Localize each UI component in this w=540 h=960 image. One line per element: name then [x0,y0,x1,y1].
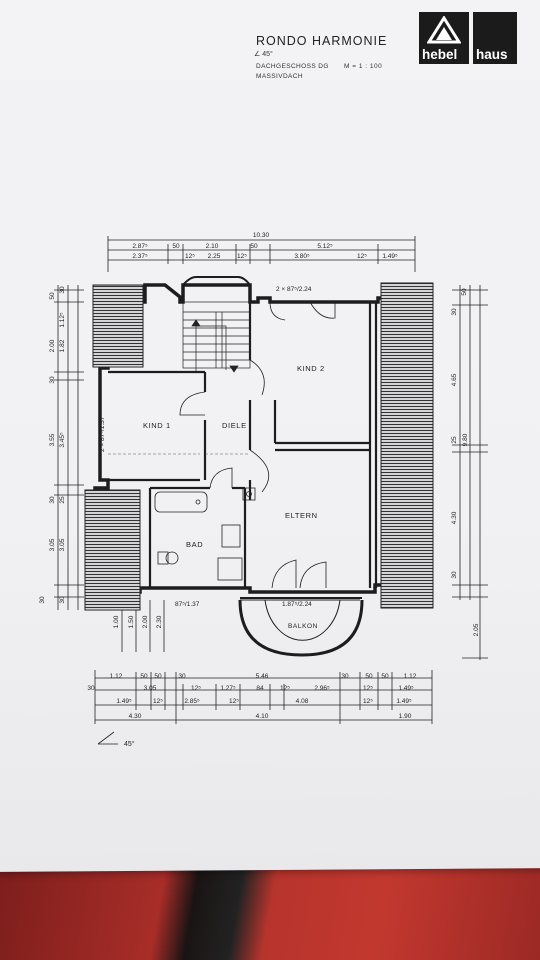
dim-left: 30 [59,286,66,294]
room-label-diele: DIELE [222,421,247,430]
dim-left: 30 [59,596,66,604]
dim-top: 3.80⁵ [294,253,310,260]
dim-lower-left: 2.00 [142,615,149,628]
logo-text-hebel: hebel [422,47,458,62]
dim-top: 50 [250,243,258,250]
dim-left: 3.05 [49,538,56,551]
dim-top: 50 [172,243,180,250]
room-label-kind2: KIND 2 [297,364,325,373]
dim-bottom: 30 [341,673,349,680]
dim-bottom: 50 [154,673,162,680]
dim-right: 50 [461,288,468,296]
dim-right: 25 [451,436,458,444]
window-note-top: 2 × 87⁵/2.24 [276,286,312,293]
dim-bottom: 2.85⁵ [184,698,200,705]
dim-right: 4.65 [451,373,458,386]
dim-top: 2.87⁵ [132,243,148,250]
dim-bottom: 1.90 [399,713,412,720]
dim-top-overall: 10.30 [253,232,270,239]
plan-title: RONDO HARMONIE [256,34,388,48]
document-header: RONDO HARMONIE ∠ 45° DACHGESCHOSS DG M =… [0,0,540,100]
dim-bottom: 4.08 [296,698,309,705]
dim-bottom: 84 [256,685,264,692]
room-label-kind1: KIND 1 [143,421,171,430]
room-label-eltern: ELTERN [285,511,318,520]
dim-top: 2.25 [208,253,221,260]
house-icon [427,16,461,44]
dim-bottom: 1.12 [404,673,417,680]
dim-top: 12⁵ [357,253,367,260]
dim-top: 12⁵ [185,253,195,260]
dim-bottom: 12⁵ [363,698,373,705]
background-fabric [0,860,540,960]
dim-bottom: 2.96⁵ [314,685,330,692]
dim-top: 5.12⁵ [317,243,333,250]
roof-angle-note: ∠ 45° [254,51,273,58]
dim-bottom: 50 [140,673,148,680]
dim-bottom: 1.49⁵ [398,685,414,692]
dim-left: 3.55 [49,433,56,446]
dim-bottom: 1.49⁵ [116,698,132,705]
dim-lower-left: 1.00 [113,615,120,628]
dim-right: 9.80 [462,433,469,446]
footer-angle-note: 45° [124,740,135,748]
dim-bottom: 50 [365,673,373,680]
dim-bottom: 12⁵ [153,698,163,705]
dim-right: 30 [451,571,458,579]
roof-type-label: MASSIVDACH [256,73,303,80]
dim-right-lower: 2.05 [473,623,480,636]
dim-bottom: 3.05 [144,685,157,692]
dim-bottom: 12⁵ [363,685,373,692]
dim-bottom: 1.49⁵ [396,698,412,705]
logo-text-haus: haus [476,47,508,62]
floor-label: DACHGESCHOSS DG [256,63,329,70]
dim-left: 30 [49,376,56,384]
dim-bottom: 50 [381,673,389,680]
window-note-left: 2 × 87⁵/1.37 [99,416,106,452]
dim-left: 2.00 [49,339,56,352]
dim-lower-left: 2.30 [156,615,163,628]
scale-label: M = 1 : 100 [344,63,383,70]
dim-top: 2.37⁵ [132,253,148,260]
dim-bottom: 12⁵ [229,698,239,705]
dim-bottom: 1.12 [110,673,123,680]
dim-right: 4.30 [451,511,458,524]
dim-left: 30 [49,496,56,504]
dim-bottom: 12⁵ [191,685,201,692]
door-note-balkon: 1.87⁵/2.24 [282,601,312,608]
dim-top: 1.49⁵ [382,253,398,260]
window-note-bad: 87⁵/1.37 [175,601,200,608]
dim-left: 1.12⁵ [59,312,66,328]
dim-left: 3.05 [59,538,66,551]
dim-bottom: 5.46 [256,673,269,680]
dim-left: 1.82 [59,339,66,352]
dim-left: 30 [39,596,46,604]
dim-bottom: 12⁵ [280,685,290,692]
dim-right: 30 [451,308,458,316]
dim-lower-left: 1.50 [128,615,135,628]
dim-top: 12⁵ [237,253,247,260]
room-label-bad: BAD [186,540,203,549]
dim-bottom: 30 [87,685,95,692]
dim-bottom: 4.10 [256,713,269,720]
room-label-balkon: BALKON [288,623,318,630]
dim-left: 25 [59,496,66,504]
dim-bottom: 4.30 [129,713,142,720]
dim-top: 2.10 [206,243,219,250]
hebelhaus-logo: hebel haus [419,12,517,64]
dim-left: 50 [49,292,56,300]
dim-left: 3.45⁵ [59,432,66,448]
dim-bottom: 1.27⁵ [220,685,236,692]
dim-bottom: 30 [178,673,186,680]
